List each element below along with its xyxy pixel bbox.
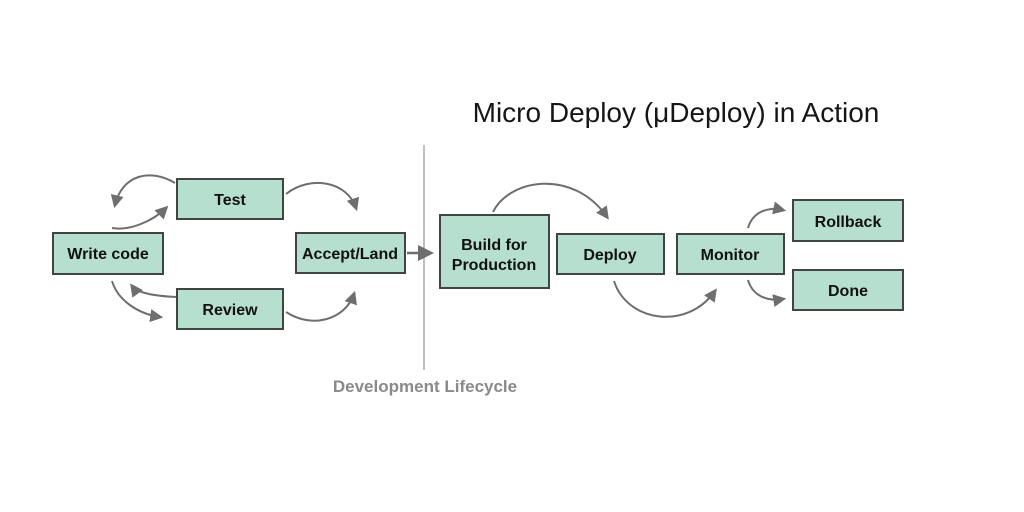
node-review-label: Review xyxy=(202,302,258,319)
node-rollback: Rollback xyxy=(792,199,904,242)
node-accept-land-label: Accept/Land xyxy=(302,246,398,263)
node-done: Done xyxy=(792,269,904,311)
edge-monitor-to-rollback xyxy=(747,201,787,229)
edge-build-for-production-to-deploy xyxy=(492,182,609,220)
node-build-for-production-label-line2: Production xyxy=(452,257,536,274)
node-accept-land-box xyxy=(295,232,406,274)
node-review: Review xyxy=(176,288,284,330)
node-monitor-box xyxy=(676,233,785,275)
edge-deploy-to-monitor xyxy=(613,280,717,318)
node-done-label: Done xyxy=(828,283,868,300)
node-rollback-label: Rollback xyxy=(815,214,882,231)
node-accept-land: Accept/Land xyxy=(295,232,406,274)
node-deploy-box xyxy=(556,233,665,275)
node-test-label: Test xyxy=(214,192,246,209)
node-build-for-production-box xyxy=(439,214,550,289)
node-deploy-label: Deploy xyxy=(583,247,636,264)
node-deploy: Deploy xyxy=(556,233,665,275)
node-write-code-label: Write code xyxy=(67,246,149,263)
node-monitor-label: Monitor xyxy=(701,247,760,264)
node-test: Test xyxy=(176,178,284,220)
edge-write-code-to-test xyxy=(111,205,169,230)
node-build-for-production: Build for Production xyxy=(439,214,550,289)
node-write-code: Write code xyxy=(52,232,164,275)
node-rollback-box xyxy=(792,199,904,242)
node-monitor: Monitor xyxy=(676,233,785,275)
edge-review-to-accept-land xyxy=(285,290,357,322)
node-build-for-production-label-line1: Build for xyxy=(461,237,527,254)
node-test-box xyxy=(176,178,284,220)
node-review-box xyxy=(176,288,284,330)
edge-monitor-to-done xyxy=(747,279,787,308)
node-write-code-box xyxy=(52,232,164,275)
edge-test-to-accept-land xyxy=(285,181,360,212)
edge-review-to-write-code xyxy=(130,283,177,298)
diagram-title: Micro Deploy (μDeploy) in Action xyxy=(473,97,880,128)
lifecycle-divider-label: Development Lifecycle xyxy=(333,377,517,396)
edge-test-to-write-code xyxy=(110,174,176,209)
node-done-box xyxy=(792,269,904,311)
edge-write-code-to-review xyxy=(111,280,164,323)
